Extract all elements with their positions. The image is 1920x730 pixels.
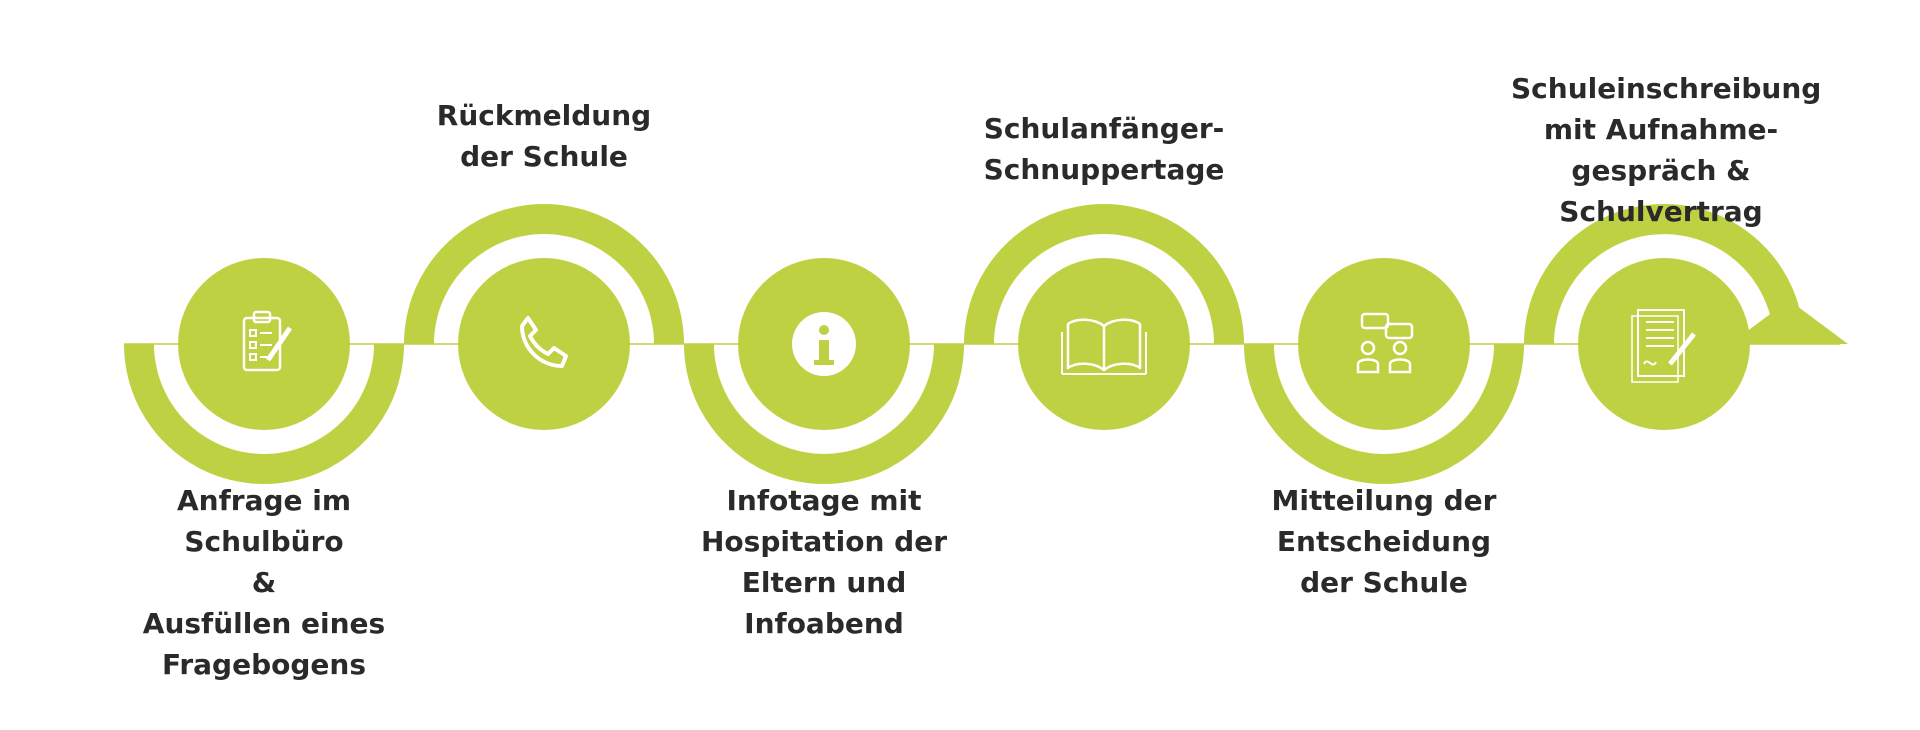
step-label-1: Anfrage im Schulbüro & Ausfüllen eines F… (142, 484, 386, 681)
wave-segment-4 (964, 204, 1244, 344)
step-circle-5 (1298, 258, 1470, 430)
info-icon (792, 312, 856, 376)
step-circle-2 (458, 258, 630, 430)
step-label-4: Schulanfänger- Schnuppertage (983, 112, 1225, 186)
step-label-3: Infotage mit Hospitation der Eltern und … (701, 484, 947, 640)
step-label-6: Schuleinschreibung mit Aufnahme- gespräc… (1511, 72, 1822, 228)
people-discussion-icon (1356, 312, 1414, 374)
phone-icon (520, 316, 568, 368)
step-label-5: Mitteilung der Entscheidung der Schule (1271, 484, 1497, 599)
open-book-icon (1061, 318, 1147, 375)
wave-segment-1 (124, 344, 404, 484)
wave-segment-2 (404, 204, 684, 344)
wave-segment-3 (684, 344, 964, 484)
wave-segment-6 (1524, 204, 1804, 344)
step-circle-6 (1578, 258, 1750, 430)
wave-segment-5 (1244, 344, 1524, 484)
step-circles (178, 258, 1750, 430)
clipboard-checklist-icon (242, 310, 293, 372)
contract-signing-icon (1631, 309, 1696, 383)
final-arrowhead (1730, 300, 1848, 344)
step-label-2: Rückmeldung der Schule (436, 99, 652, 173)
